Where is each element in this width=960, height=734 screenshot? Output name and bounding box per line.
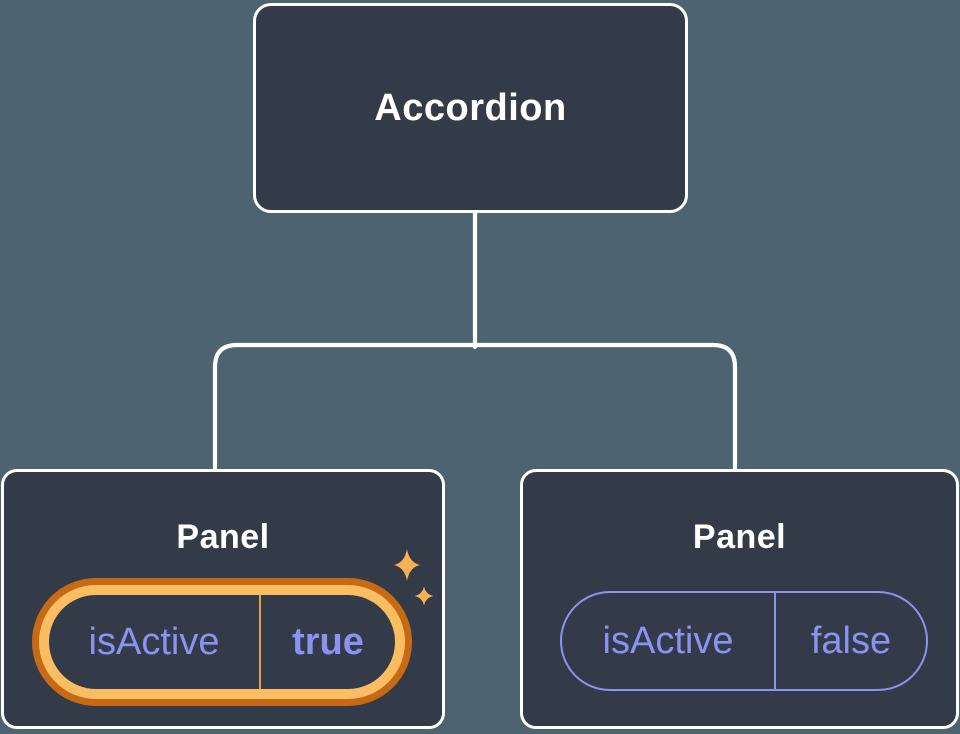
accordion-node: Accordion bbox=[253, 3, 688, 213]
state-pill-inactive: isActive false bbox=[560, 591, 928, 691]
panel-node-label: Panel bbox=[176, 518, 270, 556]
panel-node-active: Panel isActive true bbox=[1, 469, 445, 729]
state-name: isActive bbox=[88, 620, 220, 663]
state-value: true bbox=[292, 620, 364, 663]
state-pill-divider bbox=[774, 593, 776, 689]
panel-node-label: Panel bbox=[692, 518, 787, 556]
panel-node-inactive: Panel isActive false bbox=[520, 469, 959, 729]
state-value: false bbox=[810, 619, 892, 662]
state-pill-active: isActive true bbox=[49, 595, 395, 689]
state-highlight-ring: isActive true bbox=[32, 578, 412, 706]
sparkle-icon bbox=[394, 549, 434, 606]
state-pill-divider bbox=[259, 595, 261, 689]
accordion-node-label: Accordion bbox=[374, 86, 567, 129]
state-highlight-ring-inner: isActive true bbox=[39, 585, 405, 699]
state-name: isActive bbox=[602, 619, 734, 662]
